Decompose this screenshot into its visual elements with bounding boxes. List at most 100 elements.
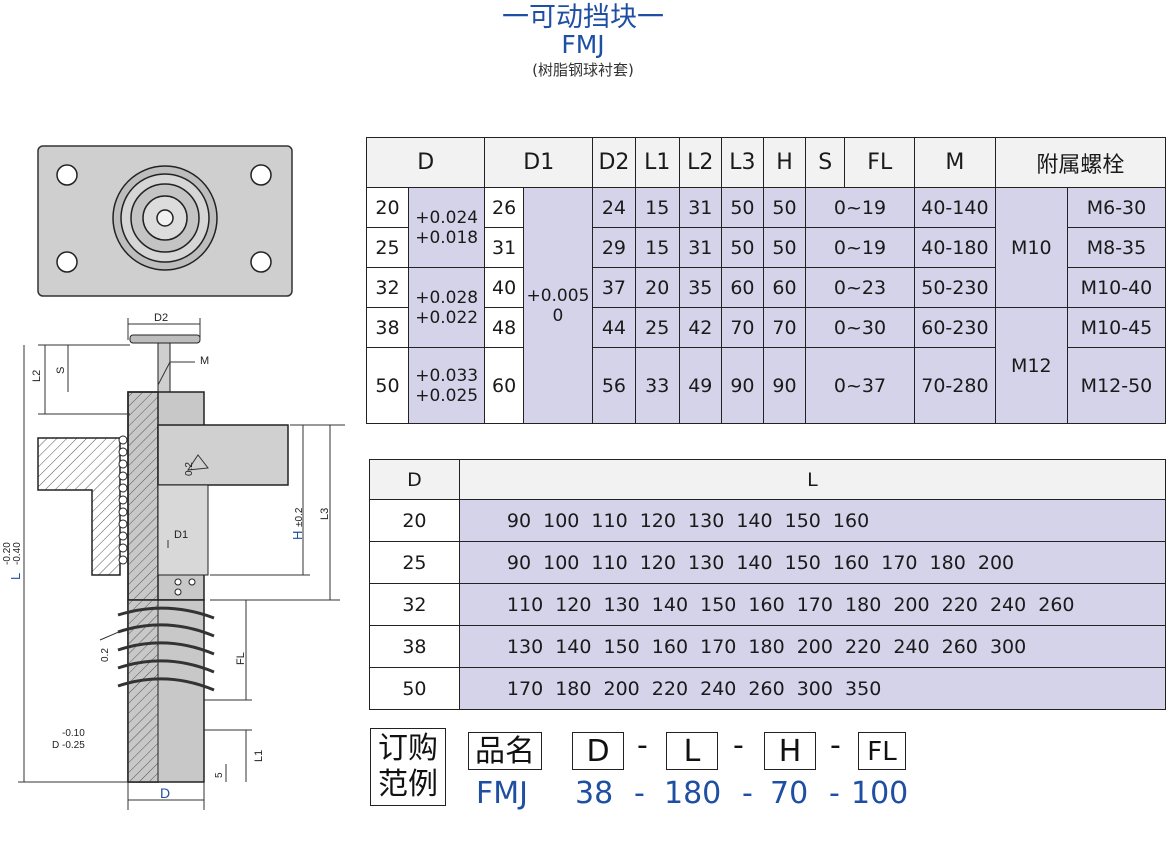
cell-d: 20 [369, 499, 460, 542]
header-fl: FL [844, 137, 916, 188]
example-dash: - [829, 776, 840, 811]
length-table: D L 20 90 100 110 120 130 140 150 160 25… [369, 459, 1166, 710]
top-view [37, 145, 293, 297]
cell-d: 50 [369, 667, 460, 710]
cell-l: 110 120 130 140 150 160 170 180 200 220 … [458, 583, 1166, 626]
header-d: D [365, 137, 486, 188]
cell-d2: 37 [592, 267, 636, 308]
name-label: 品名 [468, 732, 542, 770]
cell-bolt: M6-30 [1066, 187, 1166, 228]
cell-fl: 40-140 [914, 187, 996, 228]
label-d-tol-upper: -0.10 [62, 728, 85, 739]
example-fl: 100 [851, 776, 909, 811]
cell-d1: 60 [484, 347, 524, 424]
cell-d: 20 [366, 187, 409, 228]
example-d: 38 [575, 776, 614, 811]
cell-d: 25 [369, 541, 460, 584]
cell-d2: 56 [592, 347, 636, 424]
cell-fl: 40-180 [914, 227, 996, 268]
cell-d1: 26 [484, 187, 524, 228]
label-m: M [200, 355, 209, 367]
header-d: D [369, 459, 460, 500]
cell-fl: 50-230 [914, 267, 996, 308]
cell-h: 60 [763, 267, 806, 308]
cell-s: 0~37 [804, 347, 916, 424]
cell-l1: 33 [634, 347, 680, 424]
cell-m: M10 [994, 187, 1068, 308]
label-d: D [160, 785, 170, 801]
cell-l: 130 140 150 160 170 180 200 220 240 260 … [458, 625, 1166, 668]
cell-l3: 90 [720, 347, 765, 424]
cell-l1: 25 [634, 307, 680, 348]
cell-m: M12 [994, 307, 1068, 424]
header-l2: L2 [678, 137, 722, 188]
technical-drawing: D2 M L2 S L -0.20 -0.40 0.2 D1 H ±0.2 L3… [2, 145, 345, 810]
label-h-tol: ±0.2 [294, 507, 305, 527]
label-l3: L3 [319, 508, 331, 520]
label-d2: D2 [154, 312, 168, 324]
cell-h: 90 [763, 347, 806, 424]
cell-d: 50 [366, 347, 409, 424]
label-d1: D1 [174, 529, 188, 541]
cell-fl: 60-230 [914, 307, 996, 348]
cell-d1: 31 [484, 227, 524, 268]
header-bolt: 附属螺栓 [994, 137, 1166, 188]
cell-l2: 42 [678, 307, 722, 348]
cell-bolt: M10-45 [1066, 307, 1166, 348]
code-box-d: D [572, 732, 624, 770]
header-s: S [804, 137, 846, 188]
cell-d1: 40 [484, 267, 524, 308]
label-d-tol-lower: D -0.25 [52, 740, 85, 751]
cell-d1-tolerance: +0.005 0 [522, 187, 594, 424]
code-box-fl: FL [858, 732, 906, 770]
header-h: H [763, 137, 806, 188]
label-fl: FL [235, 652, 247, 665]
cell-d: 32 [369, 583, 460, 626]
label-h: H [290, 531, 305, 540]
cell-l3: 70 [720, 307, 765, 348]
example-h: 70 [770, 776, 809, 811]
dash: - [830, 728, 841, 763]
cell-d2: 29 [592, 227, 636, 268]
cell-l3: 50 [720, 227, 765, 268]
cell-s: 0~23 [804, 267, 916, 308]
cell-l2: 35 [678, 267, 722, 308]
label-l2: L2 [31, 370, 43, 382]
header-l1: L1 [634, 137, 680, 188]
cell-d2: 24 [592, 187, 636, 228]
subtitle: (树脂钢球衬套) [532, 61, 634, 79]
cell-bolt: M10-40 [1066, 267, 1166, 308]
label-roughness-2: 0.2 [100, 648, 111, 662]
cell-l2: 31 [678, 187, 722, 228]
label-s: S [55, 367, 67, 374]
dash: - [637, 728, 648, 763]
cell-l2: 49 [678, 347, 722, 424]
cell-l: 170 180 200 220 240 260 300 350 [458, 667, 1166, 710]
example-model: FMJ [476, 776, 528, 811]
page-title: 一可动挡块一 [502, 2, 664, 33]
cell-h: 70 [763, 307, 806, 348]
cell-bolt: M8-35 [1066, 227, 1166, 268]
table-row: 25 90 100 110 120 130 140 150 160 170 18… [369, 541, 1166, 584]
label-l-tol-lower: -0.40 [12, 542, 23, 565]
cell-fl: 70-280 [914, 347, 996, 424]
cell-l: 90 100 110 120 130 140 150 160 170 180 2… [458, 541, 1166, 584]
header-d2: D2 [592, 137, 636, 188]
cell-s: 0~19 [804, 227, 916, 268]
cell-h: 50 [763, 227, 806, 268]
table-row: 20 90 100 110 120 130 140 150 160 [369, 499, 1166, 542]
cell-d-tolerance: +0.028+0.022 [407, 267, 486, 348]
model-title: FMJ [561, 30, 605, 59]
label-five: 5 [214, 772, 225, 778]
label-l1: L1 [253, 750, 265, 762]
cell-s: 0~30 [804, 307, 916, 348]
cell-l2: 31 [678, 227, 722, 268]
cell-d-tolerance: +0.024+0.018 [407, 187, 486, 268]
cell-bolt: M12-50 [1066, 347, 1166, 424]
cell-d: 32 [366, 267, 409, 308]
cell-l3: 60 [720, 267, 765, 308]
cell-l1: 15 [634, 187, 680, 228]
example-l: 180 [664, 776, 722, 811]
cell-d: 38 [369, 625, 460, 668]
cell-d2: 44 [592, 307, 636, 348]
